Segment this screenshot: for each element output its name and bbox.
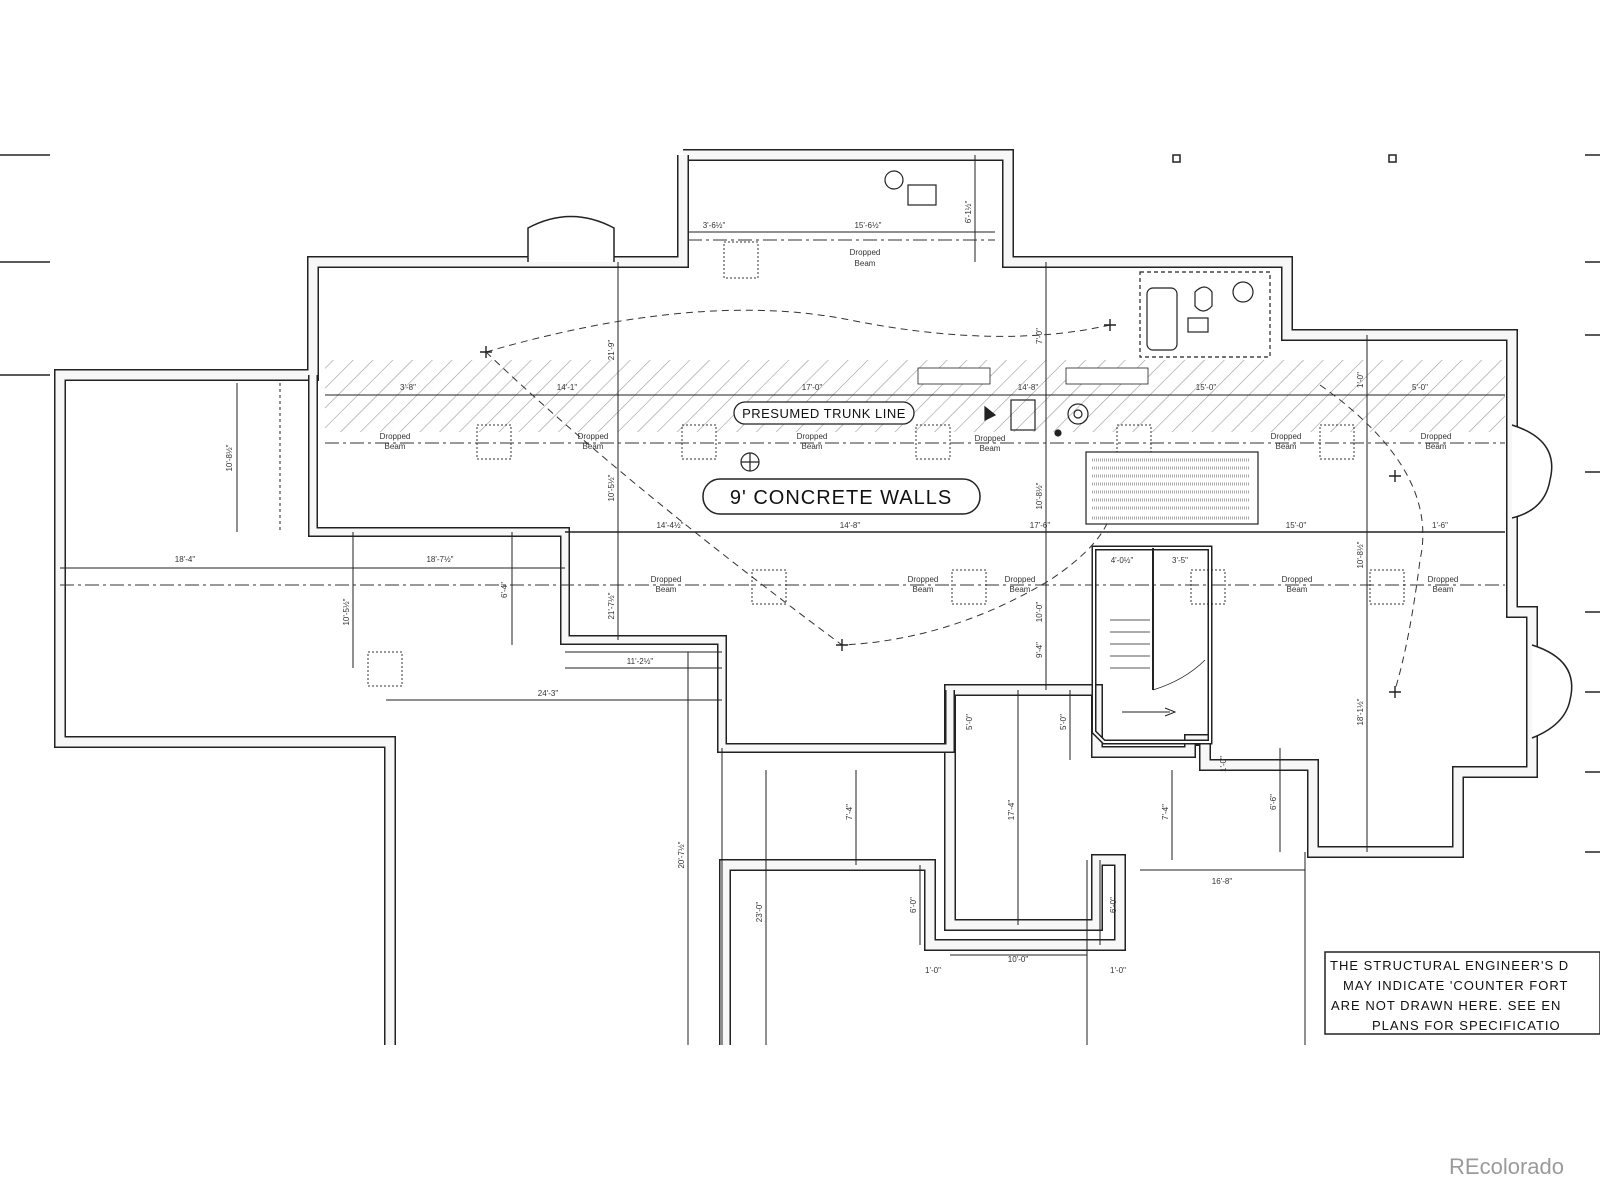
- dimension-text: 15'-0": [1196, 383, 1217, 392]
- dimension-text: 10'-8½": [1356, 541, 1365, 568]
- beam-label-line1: Dropped: [850, 248, 881, 257]
- beam-label-line1: Dropped: [797, 432, 828, 441]
- callout-concrete-walls: 9' CONCRETE WALLS: [702, 478, 981, 515]
- dimension-text: 5'-0": [1412, 383, 1428, 392]
- dimension-lines: [236, 155, 1368, 1045]
- beam-label-line2: Beam: [1287, 585, 1308, 594]
- dimension-text: 10'-0": [1008, 955, 1029, 964]
- dimension-text: 20'-7½": [677, 841, 686, 868]
- dimension-text: 24'-3": [538, 689, 559, 698]
- dropped-beam-lines: [60, 239, 1505, 586]
- beam-label-line2: Beam: [913, 585, 934, 594]
- window-wells: [527, 215, 1573, 739]
- dimension-text: 18'-4": [175, 555, 196, 564]
- dimension-text: 18'-7½": [426, 555, 453, 564]
- watermark-logo: REcolorado: [1449, 1154, 1564, 1179]
- trunk-line-band: [325, 360, 1505, 432]
- beam-label-line2: Beam: [980, 444, 1001, 453]
- dimension-text: 10'-8½": [1035, 482, 1044, 509]
- dimension-text: 16'-8": [1212, 877, 1233, 886]
- dimension-text: 6'-0": [1109, 897, 1118, 913]
- structural-note-line1: THE STRUCTURAL ENGINEER'S D: [1330, 958, 1569, 973]
- dimension-text: 14'-1": [557, 383, 578, 392]
- light-fixture-icons: [480, 319, 1401, 698]
- beam-label-line2: Beam: [855, 259, 876, 268]
- beam-label-line2: Beam: [1426, 442, 1447, 451]
- dimension-text: 14'-8": [840, 521, 861, 530]
- dimension-text: 5'-0": [1059, 714, 1068, 730]
- beam-label-line2: Beam: [583, 442, 604, 451]
- structural-note-line2: MAY INDICATE 'COUNTER FORT: [1343, 978, 1568, 993]
- dimension-text: 6'-6": [1269, 794, 1278, 810]
- dimension-text: 17'-0": [802, 383, 823, 392]
- beam-label-line1: Dropped: [908, 575, 939, 584]
- beam-label-line1: Dropped: [578, 432, 609, 441]
- stair: [1091, 545, 1213, 745]
- structural-note: THE STRUCTURAL ENGINEER'S D MAY INDICATE…: [1324, 951, 1600, 1035]
- beam-label-line1: Dropped: [1428, 575, 1459, 584]
- dimension-text: 18'-1½": [1356, 698, 1365, 725]
- beam-label-line2: Beam: [385, 442, 406, 451]
- dimension-text: 3'-6½": [703, 221, 726, 230]
- dimension-text: 10'-5½": [342, 598, 351, 625]
- beam-label-line1: Dropped: [1421, 432, 1452, 441]
- dimension-text: 6'-1½": [964, 201, 973, 224]
- dimension-text: 7'-4": [1161, 804, 1170, 820]
- concrete-walls-label: 9' CONCRETE WALLS: [730, 487, 952, 509]
- dimension-text: 6'-4": [500, 582, 509, 598]
- info-notes-box: [917, 367, 1259, 525]
- dimension-text: 14'-8": [1018, 383, 1039, 392]
- beam-label-line2: Beam: [1433, 585, 1454, 594]
- dimension-text: 15'-0": [1286, 521, 1307, 530]
- dimension-text: 10'-8½": [225, 444, 234, 471]
- dimension-text: 1'-0": [1356, 372, 1365, 388]
- dimension-text: 11'-2½": [627, 657, 654, 666]
- dimension-text: 3'-8": [400, 383, 416, 392]
- bathroom-fixtures: [1139, 271, 1271, 358]
- beam-label-line1: Dropped: [975, 434, 1006, 443]
- beam-label-line1: Dropped: [1271, 432, 1302, 441]
- beam-label-line2: Beam: [1276, 442, 1297, 451]
- callout-trunk-line: PRESUMED TRUNK LINE: [733, 401, 915, 425]
- dimension-text: 1'-0": [1219, 756, 1228, 772]
- dimension-text: 17'-6": [1030, 521, 1051, 530]
- mechanical-symbols: [740, 170, 1089, 472]
- dimension-text: 14'-4½": [656, 521, 683, 530]
- dimension-text: 21'-9": [607, 340, 616, 361]
- dimension-text: 23'-0": [755, 902, 764, 923]
- dimension-text: 1'-0": [1110, 966, 1126, 975]
- dimension-text: 5'-0": [965, 714, 974, 730]
- dimension-text: 3'-5": [1172, 556, 1188, 565]
- beam-label-line1: Dropped: [651, 575, 682, 584]
- beam-label-line1: Dropped: [1005, 575, 1036, 584]
- dimension-text: 7'-0": [1035, 328, 1044, 344]
- lighting-circuits: [485, 309, 1424, 691]
- margin-ticks: [0, 154, 1600, 853]
- beam-label-line2: Beam: [656, 585, 677, 594]
- structural-note-line3: ARE NOT DRAWN HERE. SEE EN: [1331, 998, 1561, 1013]
- trunk-line-label: PRESUMED TRUNK LINE: [742, 406, 906, 421]
- beam-label-line2: Beam: [1010, 585, 1031, 594]
- dimension-text: 1'-0": [925, 966, 941, 975]
- dimension-text: 7'-4": [845, 804, 854, 820]
- dimension-text: 21'-7½": [607, 592, 616, 619]
- dimension-text: 4'-0½": [1111, 556, 1134, 565]
- dimension-text: 15'-6½": [854, 221, 881, 230]
- dimension-text: 10'-0": [1035, 602, 1044, 623]
- dimension-texts: 3'-6½" 15'-6½" 3'-8" 14'-1" 17'-0" 14'-8…: [175, 221, 1448, 975]
- foundation-wall: [54, 149, 1538, 1045]
- dimension-text: 9'-4": [1035, 642, 1044, 658]
- dimension-text: 10'-5½": [607, 474, 616, 501]
- vertical-dimension-texts: 10'-8½" 21'-9" 10'-5½" 21'-7½" 6'-4" 10'…: [225, 201, 1365, 923]
- beam-label-line1: Dropped: [380, 432, 411, 441]
- structural-note-line4: PLANS FOR SPECIFICATIO: [1372, 1018, 1561, 1033]
- beam-label-line1: Dropped: [1282, 575, 1313, 584]
- dropped-beam-labels: Dropped Beam Dropped Beam Dropped Beam D…: [380, 248, 1459, 594]
- dimension-text: 1'-6": [1432, 521, 1448, 530]
- beam-label-line2: Beam: [802, 442, 823, 451]
- dimension-text: 6'-0": [909, 897, 918, 913]
- dimension-text: 17'-4": [1007, 800, 1016, 821]
